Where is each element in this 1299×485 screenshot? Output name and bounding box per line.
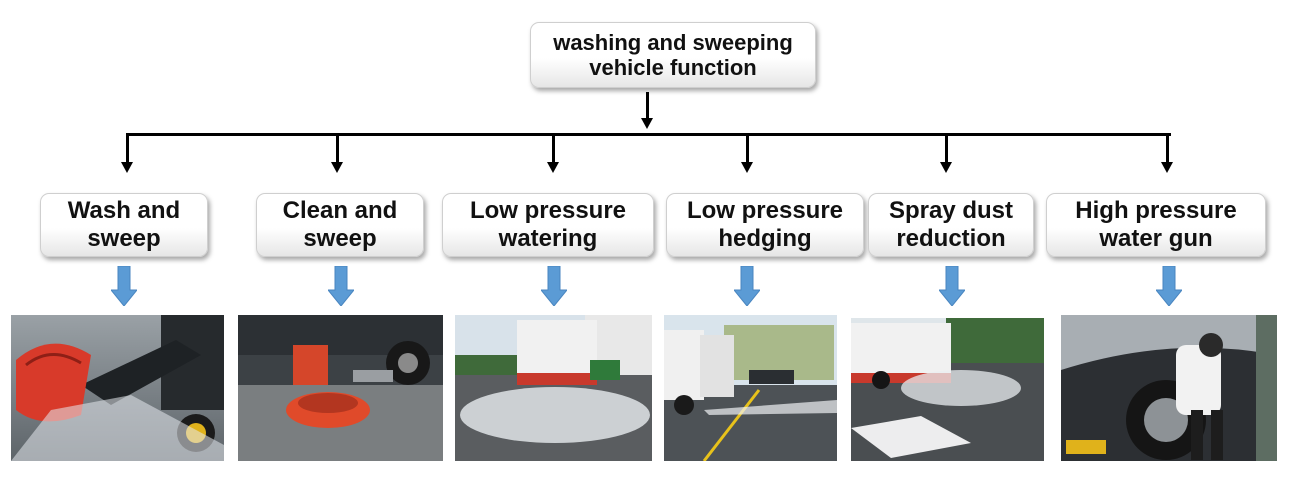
root-connector bbox=[646, 92, 649, 120]
photo-clean-and-sweep bbox=[238, 315, 443, 461]
branch-arrowhead bbox=[741, 162, 753, 173]
branch-connector bbox=[746, 135, 749, 163]
down-arrow-icon bbox=[939, 266, 965, 306]
root-connector-arrowhead bbox=[641, 118, 653, 129]
down-arrow-icon bbox=[734, 266, 760, 306]
function-box-clean-and-sweep: Clean and sweep bbox=[256, 193, 424, 257]
branch-connector bbox=[945, 135, 948, 163]
root-label: washing and sweeping vehicle function bbox=[553, 29, 793, 80]
down-arrow-icon bbox=[111, 266, 137, 306]
function-box-low-pressure-watering: Low pressure watering bbox=[442, 193, 654, 257]
branch-arrowhead bbox=[331, 162, 343, 173]
photo-spray-dust-reduction bbox=[851, 318, 1044, 461]
function-box-high-pressure-water-gun: High pressure water gun bbox=[1046, 193, 1266, 257]
function-label: Clean and sweep bbox=[282, 197, 398, 252]
function-label: Spray dust reduction bbox=[888, 197, 1014, 252]
function-label: Low pressure watering bbox=[469, 197, 627, 252]
branch-arrowhead bbox=[547, 162, 559, 173]
photo-low-pressure-hedging bbox=[664, 315, 837, 461]
branch-connector bbox=[1166, 135, 1169, 163]
photo-wash-and-sweep bbox=[11, 315, 224, 461]
branch-arrowhead bbox=[1161, 162, 1173, 173]
branch-arrowhead bbox=[940, 162, 952, 173]
photo-high-pressure-water-gun bbox=[1061, 315, 1277, 461]
photo-low-pressure-watering bbox=[455, 315, 652, 461]
down-arrow-icon bbox=[328, 266, 354, 306]
root-node: washing and sweeping vehicle function bbox=[530, 22, 816, 88]
branch-connector bbox=[126, 135, 129, 163]
horizontal-bus bbox=[126, 133, 1171, 136]
function-label: Wash and sweep bbox=[67, 197, 181, 252]
function-box-low-pressure-hedging: Low pressure hedging bbox=[666, 193, 864, 257]
function-box-wash-and-sweep: Wash and sweep bbox=[40, 193, 208, 257]
down-arrow-icon bbox=[541, 266, 567, 306]
branch-arrowhead bbox=[121, 162, 133, 173]
function-label: Low pressure hedging bbox=[686, 197, 844, 252]
function-label: High pressure water gun bbox=[1075, 197, 1237, 252]
branch-connector bbox=[552, 135, 555, 163]
function-box-spray-dust-reduction: Spray dust reduction bbox=[868, 193, 1034, 257]
down-arrow-icon bbox=[1156, 266, 1182, 306]
branch-connector bbox=[336, 135, 339, 163]
